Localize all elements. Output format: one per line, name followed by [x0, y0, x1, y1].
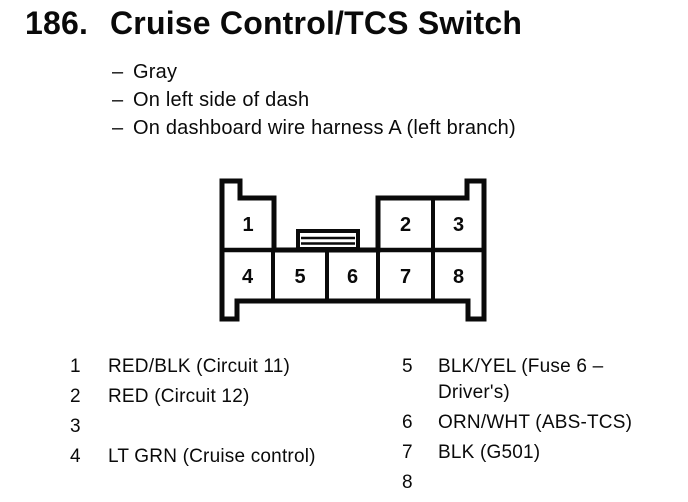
- bullet-dash: –: [112, 117, 124, 139]
- bullet-dash: –: [112, 61, 124, 83]
- pin-number: 5: [402, 356, 413, 377]
- pin-number: 6: [402, 412, 413, 433]
- wire-label: BLK (G501): [438, 442, 541, 463]
- connector-pin-4: 4: [242, 266, 254, 288]
- detail-item-color: – Gray: [112, 58, 516, 86]
- pin-assignment-column-left: 1 RED/BLK (Circuit 11) 2 RED (Circuit 12…: [70, 354, 380, 474]
- pin-assignment-row: 7 BLK (G501): [402, 440, 667, 466]
- bullet-dash: –: [112, 89, 124, 111]
- connector-outline: [219, 178, 487, 322]
- pin-assignment-row: 8: [402, 470, 667, 496]
- detail-text: Gray: [133, 61, 178, 83]
- section-header: 186. Cruise Control/TCS Switch: [25, 5, 523, 41]
- section-number: 186.: [25, 5, 89, 41]
- pin-assignment-row: 6 ORN/WHT (ABS-TCS): [402, 410, 667, 436]
- detail-text: On left side of dash: [133, 89, 310, 111]
- connector-pin-8: 8: [453, 266, 464, 288]
- wire-label: LT GRN (Cruise control): [108, 446, 316, 467]
- wire-label: ORN/WHT (ABS-TCS): [438, 412, 633, 433]
- connector-pin-7: 7: [400, 266, 411, 288]
- connector-pin-2: 2: [400, 214, 411, 236]
- pin-assignment-column-right: 5 BLK/YEL (Fuse 6 – Driver's) 6 ORN/WHT …: [402, 354, 667, 500]
- pin-number: 7: [402, 442, 413, 463]
- section-title: Cruise Control/TCS Switch: [110, 5, 523, 41]
- connector-diagram: 1 2 3 4 5 6 7 8: [200, 170, 500, 335]
- wire-label: RED (Circuit 12): [108, 386, 250, 407]
- wire-label: BLK/YEL (Fuse 6 – Driver's): [438, 356, 604, 403]
- wire-label: RED/BLK (Circuit 11): [108, 356, 291, 377]
- pin-number: 1: [70, 356, 81, 377]
- pin-assignment-row: 3: [70, 414, 380, 440]
- detail-text: On dashboard wire harness A (left branch…: [133, 117, 516, 139]
- connector-latch-icon: [296, 229, 360, 251]
- pin-number: 8: [402, 472, 413, 493]
- pin-number: 4: [70, 446, 81, 467]
- connector-pin-1: 1: [242, 214, 253, 236]
- connector-pin-5: 5: [294, 266, 305, 288]
- pin-number: 3: [70, 416, 81, 437]
- pin-assignment-row: 5 BLK/YEL (Fuse 6 – Driver's): [402, 354, 667, 406]
- connector-drawing: 1 2 3 4 5 6 7 8: [219, 178, 487, 322]
- connector-details-list: – Gray – On left side of dash – On dashb…: [112, 58, 516, 142]
- detail-item-location: – On left side of dash: [112, 86, 516, 114]
- pin-assignment-row: 4 LT GRN (Cruise control): [70, 444, 380, 470]
- connector-pin-3: 3: [453, 214, 464, 236]
- connector-pin-6: 6: [347, 266, 358, 288]
- pin-assignment-row: 2 RED (Circuit 12): [70, 384, 380, 410]
- pin-assignment-row: 1 RED/BLK (Circuit 11): [70, 354, 380, 380]
- pin-number: 2: [70, 386, 81, 407]
- detail-item-harness: – On dashboard wire harness A (left bran…: [112, 114, 516, 142]
